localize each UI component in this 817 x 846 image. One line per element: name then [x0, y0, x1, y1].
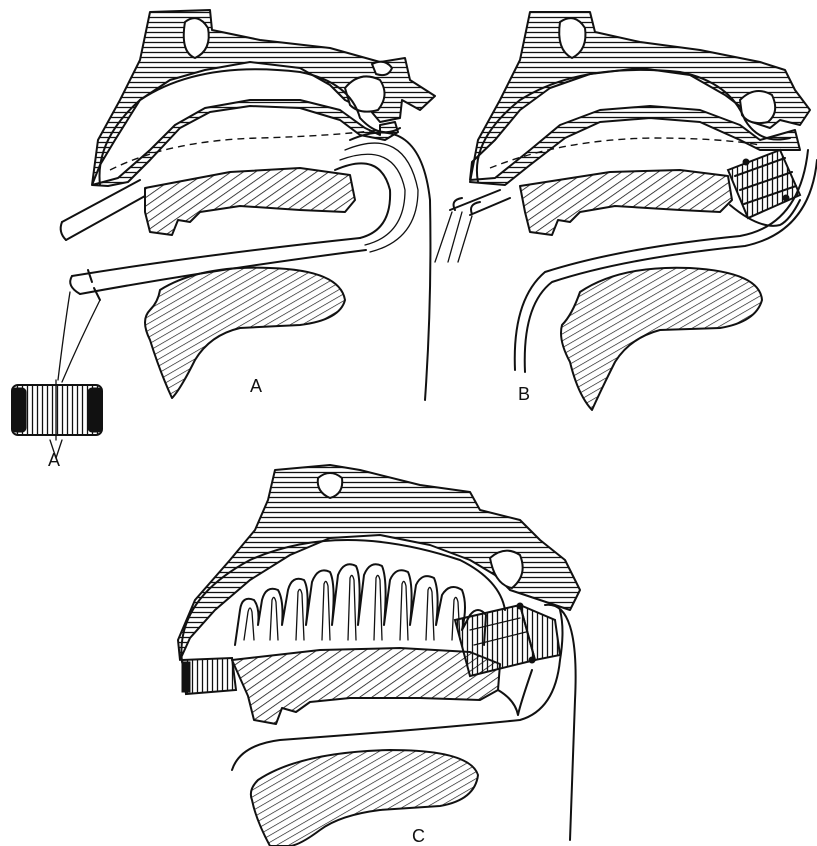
nasal-catheter-a2 — [61, 222, 66, 240]
anterior-pack-c — [182, 658, 236, 694]
sphenoid-sinus-a — [345, 76, 385, 111]
pharynx-wall-a — [350, 133, 430, 401]
sinus-small-a — [372, 62, 392, 75]
inset-label: A — [48, 450, 60, 470]
nasal-catheter-a1 — [62, 180, 145, 240]
nasal-cavity-c — [181, 540, 505, 662]
sinus-c — [490, 551, 523, 588]
tongue-a — [145, 268, 345, 398]
tongue-b — [561, 268, 762, 410]
panel-label-c: C — [412, 826, 425, 846]
panel-a: A A — [12, 10, 435, 470]
panel-label-b: B — [518, 384, 530, 404]
hard-palate-a — [145, 168, 355, 235]
soft-palate-a3 — [345, 143, 418, 252]
pack-strings-a — [58, 292, 100, 382]
nasal-catheter-b — [450, 190, 510, 215]
panel-label-a: A — [250, 376, 262, 396]
hard-palate-c — [232, 648, 500, 724]
nasal-strings-b — [435, 212, 472, 262]
ribbon-gauze-c — [235, 564, 486, 645]
panel-b: B — [435, 12, 817, 410]
soft-palate-c — [498, 670, 532, 715]
ribbon-gauze-c-inner — [244, 575, 460, 640]
panel-c: C — [178, 465, 580, 846]
nasal-pack-a — [12, 380, 102, 458]
tongue-c — [251, 750, 478, 846]
hard-palate-b — [520, 170, 732, 235]
